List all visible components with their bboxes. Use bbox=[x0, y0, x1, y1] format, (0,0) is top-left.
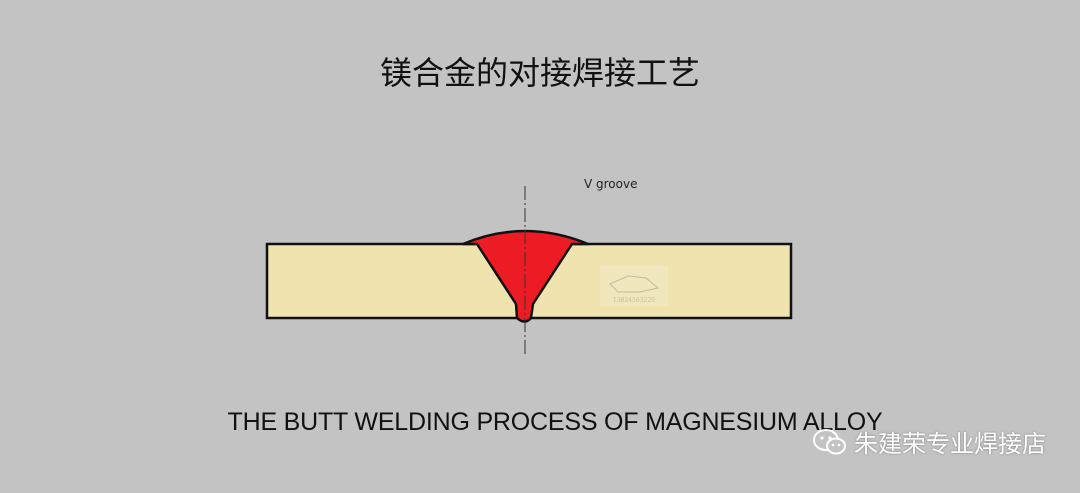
stamp-text: 13824563220 bbox=[613, 297, 655, 304]
page-title: 镁合金的对接焊接工艺 bbox=[379, 54, 700, 92]
page-subtitle: THE BUTT WELDING PROCESS OF MAGNESIUM AL… bbox=[227, 408, 883, 436]
watermark-text: 朱建荣专业焊接店 bbox=[854, 430, 1046, 458]
shop-stamp: 13824563220 bbox=[600, 266, 668, 306]
left-base-plate bbox=[265, 242, 525, 320]
v-groove-label: V groove bbox=[584, 177, 637, 191]
wechat-watermark: 朱建荣专业焊接店 bbox=[812, 424, 1046, 459]
wechat-icon bbox=[813, 428, 846, 454]
